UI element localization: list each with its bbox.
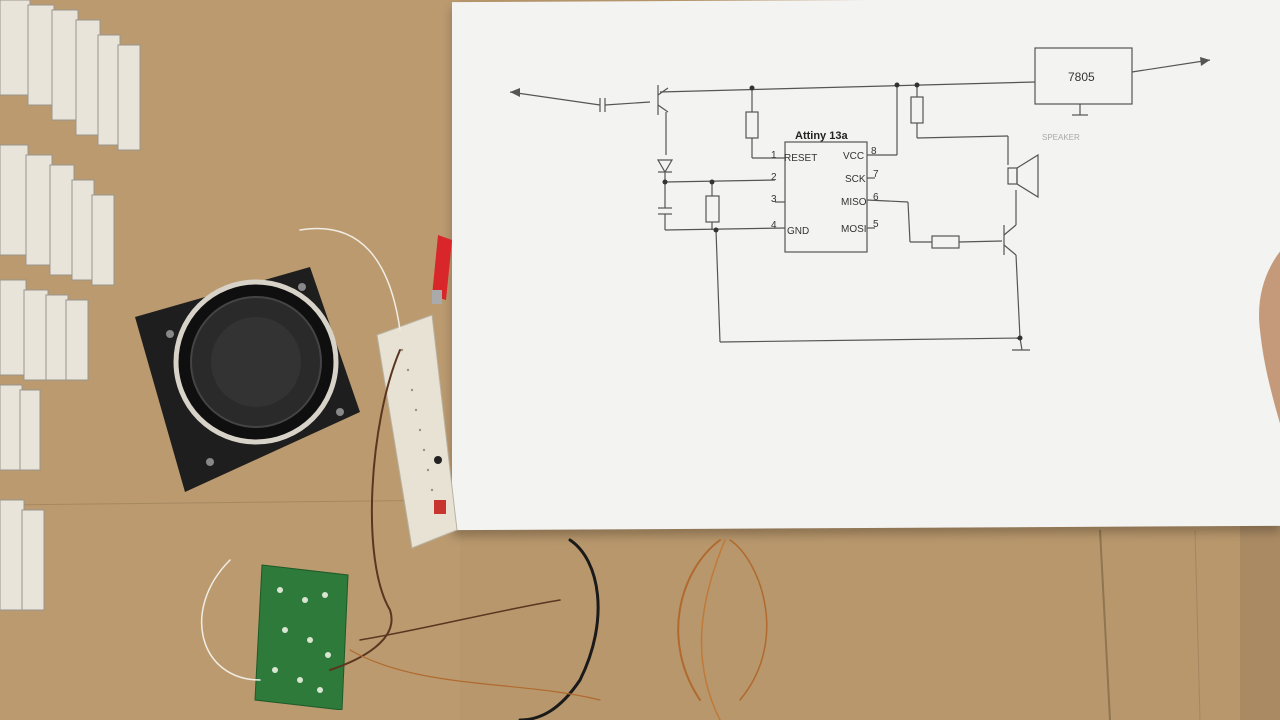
breadboard [376, 314, 458, 549]
green-pcb [254, 564, 349, 710]
pin-mosi-label: MOSI [841, 224, 867, 235]
regulator-label: 7805 [1068, 70, 1095, 84]
component-boxes [0, 0, 141, 611]
pin-number-3: 3 [771, 194, 777, 205]
red-probe [432, 235, 452, 304]
hand [1259, 251, 1280, 424]
speaker-label: SPEAKER [1042, 133, 1080, 142]
pin-number-5: 5 [873, 219, 879, 230]
speaker [135, 267, 360, 492]
pin-vcc-label: VCC [843, 151, 865, 162]
pin-gnd-label: GND [787, 226, 810, 237]
chip-name-label: Attiny 13a [795, 130, 848, 142]
pin-reset-label: RESET [784, 153, 818, 164]
pin-number-4: 4 [771, 220, 777, 231]
pin-sck-label: SCK [845, 174, 866, 185]
pin-number-1: 1 [771, 150, 777, 161]
pin-number-6: 6 [873, 192, 879, 203]
pin-number-2: 2 [771, 172, 777, 183]
pin-number-8: 8 [871, 146, 877, 157]
pin-number-7: 7 [873, 169, 879, 180]
pin-miso-label: MISO [841, 197, 867, 208]
